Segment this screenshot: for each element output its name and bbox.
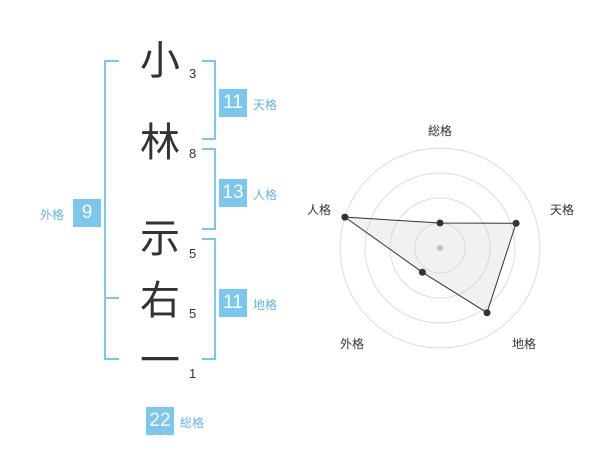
gaikaku-bracket-tick (104, 297, 119, 299)
radar-axis-label-gaikaku: 外格 (340, 337, 365, 351)
soukaku-label: 総格 (180, 416, 205, 430)
jinkaku-badge: 13 (219, 179, 247, 207)
jinkaku-bracket (202, 148, 216, 230)
chikaku-badge: 11 (219, 289, 247, 317)
tenkaku-bracket (202, 60, 216, 140)
radar-point-0 (436, 219, 444, 227)
gaikaku-badge: 9 (73, 199, 101, 227)
gaikaku-label: 外格 (40, 208, 65, 222)
stroke-count-5: 1 (189, 366, 197, 381)
soukaku-badge: 22 (146, 407, 174, 435)
name-char-1: 小 (140, 38, 180, 84)
tenkaku-badge: 11 (219, 89, 247, 117)
radar-axis-label-tenkaku: 天格 (550, 203, 575, 217)
radar-ring (389, 197, 491, 299)
radar-point-4 (341, 213, 349, 221)
radar-polygon (343, 216, 517, 314)
radar-point-2 (483, 309, 491, 317)
name-char-4: 右 (140, 278, 180, 324)
name-char-3: 示 (140, 216, 180, 262)
name-char-2: 林 (140, 120, 180, 166)
radar-ring (364, 172, 516, 324)
stroke-count-2: 8 (189, 146, 197, 161)
chikaku-label: 地格 (253, 298, 278, 312)
stroke-count-4: 5 (189, 306, 197, 321)
radar-point-3 (418, 268, 426, 276)
chikaku-bracket (202, 238, 216, 360)
radar-center-dot (437, 245, 443, 251)
radar-chart (339, 147, 541, 349)
gaikaku-bracket (104, 60, 119, 360)
tenkaku-label: 天格 (253, 98, 278, 112)
radar-point-1 (512, 219, 520, 227)
name-char-5: 一 (140, 338, 180, 384)
radar-axis-label-soukaku: 総格 (428, 124, 453, 138)
radar-ring (339, 147, 541, 349)
radar-axis-label-chikaku: 地格 (512, 337, 537, 351)
jinkaku-label: 人格 (253, 188, 278, 202)
stroke-count-3: 5 (189, 246, 197, 261)
stroke-count-1: 3 (189, 66, 197, 81)
radar-axis-label-jinkaku: 人格 (307, 203, 332, 217)
